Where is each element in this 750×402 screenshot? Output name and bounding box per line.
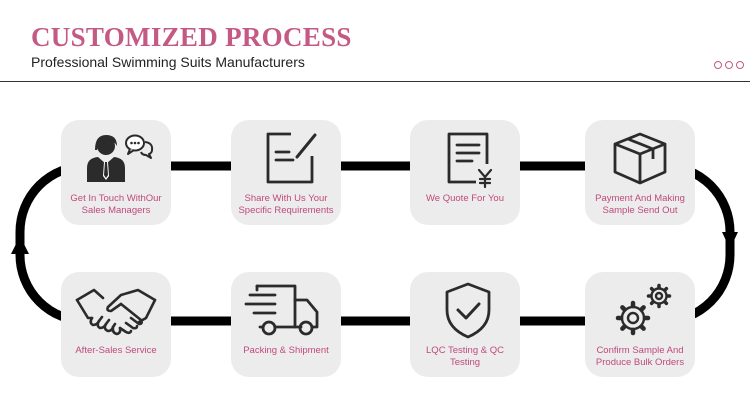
step-card-quote[interactable]: We Quote For You xyxy=(410,120,520,225)
step-card-packing-shipment[interactable]: Packing & Shipment xyxy=(231,272,341,377)
step-label: LQC Testing & QC Testing xyxy=(426,345,504,368)
step-label: After-Sales Service xyxy=(75,345,157,356)
step-card-requirements[interactable]: Share With Us Your Specific Requirements xyxy=(231,120,341,225)
step-label: Share With Us Your Specific Requirements xyxy=(238,193,334,216)
dot xyxy=(736,61,744,69)
up-arrow-icon xyxy=(11,236,29,254)
handshake-icon xyxy=(75,288,157,336)
step-card-sales-managers[interactable]: Get In Touch WithOur Sales Managers xyxy=(61,120,171,225)
step-card-after-sales[interactable]: After-Sales Service xyxy=(61,272,171,377)
quote-document-yen-icon xyxy=(447,132,493,189)
step-card-payment-sample[interactable]: Payment And Making Sample Send Out xyxy=(585,120,695,225)
delivery-truck-icon xyxy=(244,284,319,336)
step-label: Confirm Sample And Produce Bulk Orders xyxy=(595,345,685,368)
step-label: Payment And Making Sample Send Out xyxy=(595,193,685,216)
step-label: We Quote For You xyxy=(426,193,504,204)
note-edit-icon xyxy=(266,132,317,184)
step-card-qc-testing[interactable]: LQC Testing & QC Testing xyxy=(410,272,520,377)
dot xyxy=(714,61,722,69)
dot xyxy=(725,61,733,69)
more-dots-icon[interactable] xyxy=(714,61,744,69)
step-label: Get In Touch WithOur Sales Managers xyxy=(70,193,162,216)
gears-icon xyxy=(615,283,672,336)
step-label: Packing & Shipment xyxy=(243,345,329,356)
down-arrow-icon xyxy=(722,232,738,249)
header-divider xyxy=(0,81,750,82)
shield-check-icon xyxy=(445,282,491,339)
package-box-icon xyxy=(613,132,667,185)
sales-manager-chat-icon xyxy=(87,134,154,182)
step-card-bulk-orders[interactable]: Confirm Sample And Produce Bulk Orders xyxy=(585,272,695,377)
page-title: CUSTOMIZED PROCESS xyxy=(31,22,352,52)
page-subtitle: Professional Swimming Suits Manufacturer… xyxy=(31,54,305,70)
